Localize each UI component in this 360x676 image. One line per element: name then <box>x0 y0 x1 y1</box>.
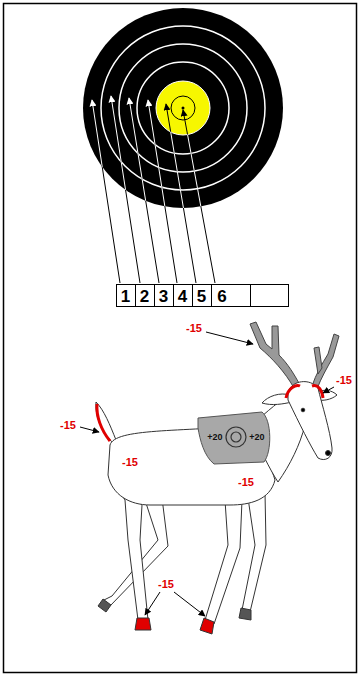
leader-arrow <box>183 110 215 283</box>
leader-arrow <box>206 332 253 344</box>
deer-hoof <box>200 618 214 634</box>
leader-arrow <box>111 96 140 283</box>
vital-zone <box>198 412 270 464</box>
center-dot <box>182 107 185 110</box>
penalty-value: -15 <box>238 477 254 488</box>
inner-ring <box>171 96 195 120</box>
leader-arrow <box>148 100 177 283</box>
leader-arrow <box>183 110 215 283</box>
deer-body <box>108 425 275 505</box>
deer-antler <box>314 347 322 374</box>
leader-arrow <box>323 387 334 393</box>
deer-tail <box>96 402 116 442</box>
leader-arrow <box>111 96 140 283</box>
score-table <box>117 285 289 307</box>
score-number: 5 <box>197 287 206 304</box>
gold-ring <box>156 81 210 135</box>
table-cell-line <box>136 285 251 307</box>
leader-arrow <box>80 427 99 432</box>
leader-arrows <box>92 96 215 283</box>
table-border <box>117 285 289 307</box>
leader-arrow <box>148 100 177 283</box>
score-number: 1 <box>121 287 130 304</box>
deer-leg <box>242 492 266 612</box>
deer-nose <box>326 451 331 456</box>
bonus-value: +20 <box>249 433 264 442</box>
leader-arrow <box>166 104 196 283</box>
deer-hoof <box>135 618 151 630</box>
penalty-value: -15 <box>336 375 352 386</box>
deer-leg <box>205 500 242 624</box>
antler-base-zone <box>312 386 323 398</box>
leader-arrows <box>80 332 334 616</box>
score-number: 3 <box>159 287 168 304</box>
score-number: 6 <box>217 287 226 304</box>
vital-ring <box>231 432 241 442</box>
deer-head <box>288 382 332 460</box>
penalty-value: -15 <box>60 420 76 431</box>
deer-eye <box>301 408 305 412</box>
score-number: 4 <box>178 287 187 304</box>
antler-base-zone <box>286 386 300 399</box>
deer-hoof <box>98 599 111 612</box>
leader-arrow <box>129 98 159 283</box>
leader-arrow <box>129 98 159 283</box>
score-number: 2 <box>140 287 149 304</box>
leader-arrows <box>92 96 215 283</box>
penalty-value: -15 <box>186 323 202 334</box>
deer-hoof <box>239 608 251 620</box>
ring-line <box>101 26 265 190</box>
leader-arrow <box>145 592 160 615</box>
leader-arrow <box>166 104 196 283</box>
penalty-value: -15 <box>122 457 138 468</box>
deer-antler <box>312 334 339 389</box>
frame-border <box>4 4 357 673</box>
tail-zone <box>97 404 110 441</box>
penalty-value: -15 <box>158 579 174 590</box>
bonus-value: +20 <box>207 433 222 442</box>
vital-ring <box>226 427 246 447</box>
ring-line <box>137 62 229 154</box>
deer-antler <box>250 322 300 388</box>
deer-figure <box>96 322 339 634</box>
leader-arrow <box>174 592 205 616</box>
